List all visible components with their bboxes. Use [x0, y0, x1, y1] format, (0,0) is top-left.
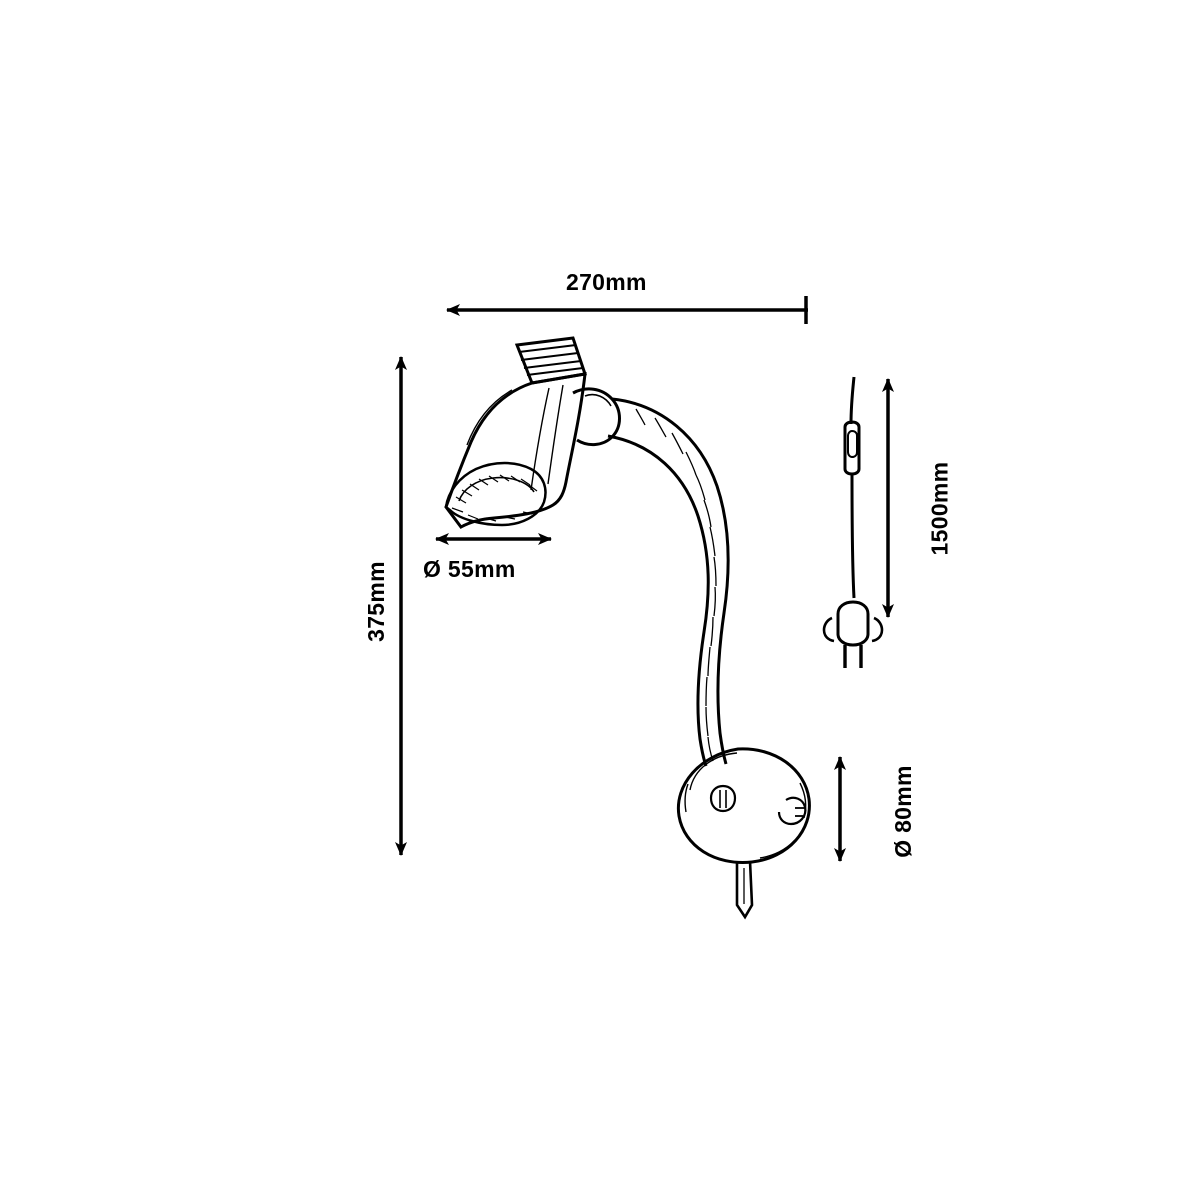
- dimension-lines: [395, 296, 894, 862]
- gooseneck-arm: [607, 397, 730, 767]
- width-dimension-label: 270mm: [566, 269, 647, 295]
- power-plug: [822, 600, 884, 668]
- shade-diameter-dimension-label: Ø 55mm: [423, 556, 516, 582]
- power-cord-illustration: [822, 376, 884, 668]
- base-diameter-dimension-label: Ø 80mm: [889, 765, 916, 858]
- lamp-shade: [444, 336, 587, 529]
- height-dimension-label: 375mm: [362, 561, 389, 642]
- cord-length-dimension-label: 1500mm: [926, 461, 953, 556]
- inline-switch: [843, 420, 861, 476]
- width-dimension-line: [446, 296, 808, 324]
- wall-mount-base: [676, 747, 811, 920]
- arm-joint: [572, 387, 621, 446]
- lamp-illustration: [444, 336, 811, 920]
